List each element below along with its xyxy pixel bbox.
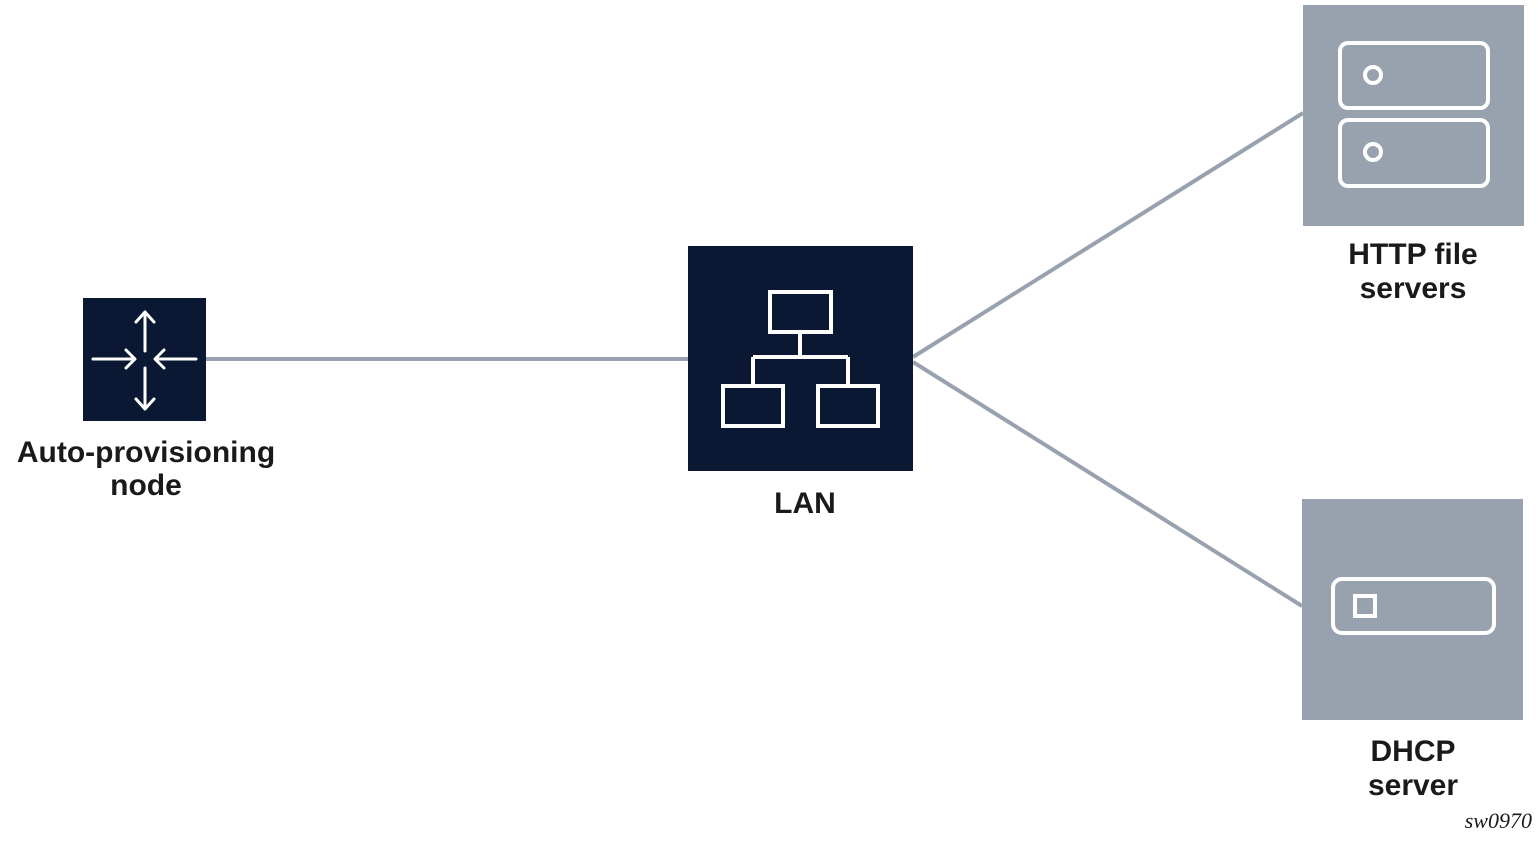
- lan-node: [688, 246, 913, 471]
- dhcp-label-2: server: [1368, 769, 1458, 802]
- dhcp-server-node: [1302, 499, 1523, 720]
- http-file-servers-node: [1303, 5, 1524, 226]
- http-label-1: HTTP file: [1348, 238, 1477, 271]
- router-arrows-icon: [91, 310, 198, 411]
- auto-provisioning-node: [83, 298, 206, 421]
- server-stack-icon: [1338, 41, 1490, 188]
- lan-label: LAN: [774, 487, 836, 520]
- auto-provisioning-label-2: node: [110, 469, 182, 502]
- auto-provisioning-label-1: Auto-provisioning: [17, 436, 275, 469]
- http-label-2: servers: [1360, 272, 1467, 305]
- server-icon: [1331, 577, 1496, 635]
- link-lan-dhcp: [911, 360, 1304, 608]
- link-lan-http: [911, 111, 1305, 359]
- network-hierarchy-icon: [721, 290, 880, 428]
- figure-id: sw0970: [1465, 808, 1532, 833]
- dhcp-label-1: DHCP: [1370, 735, 1455, 768]
